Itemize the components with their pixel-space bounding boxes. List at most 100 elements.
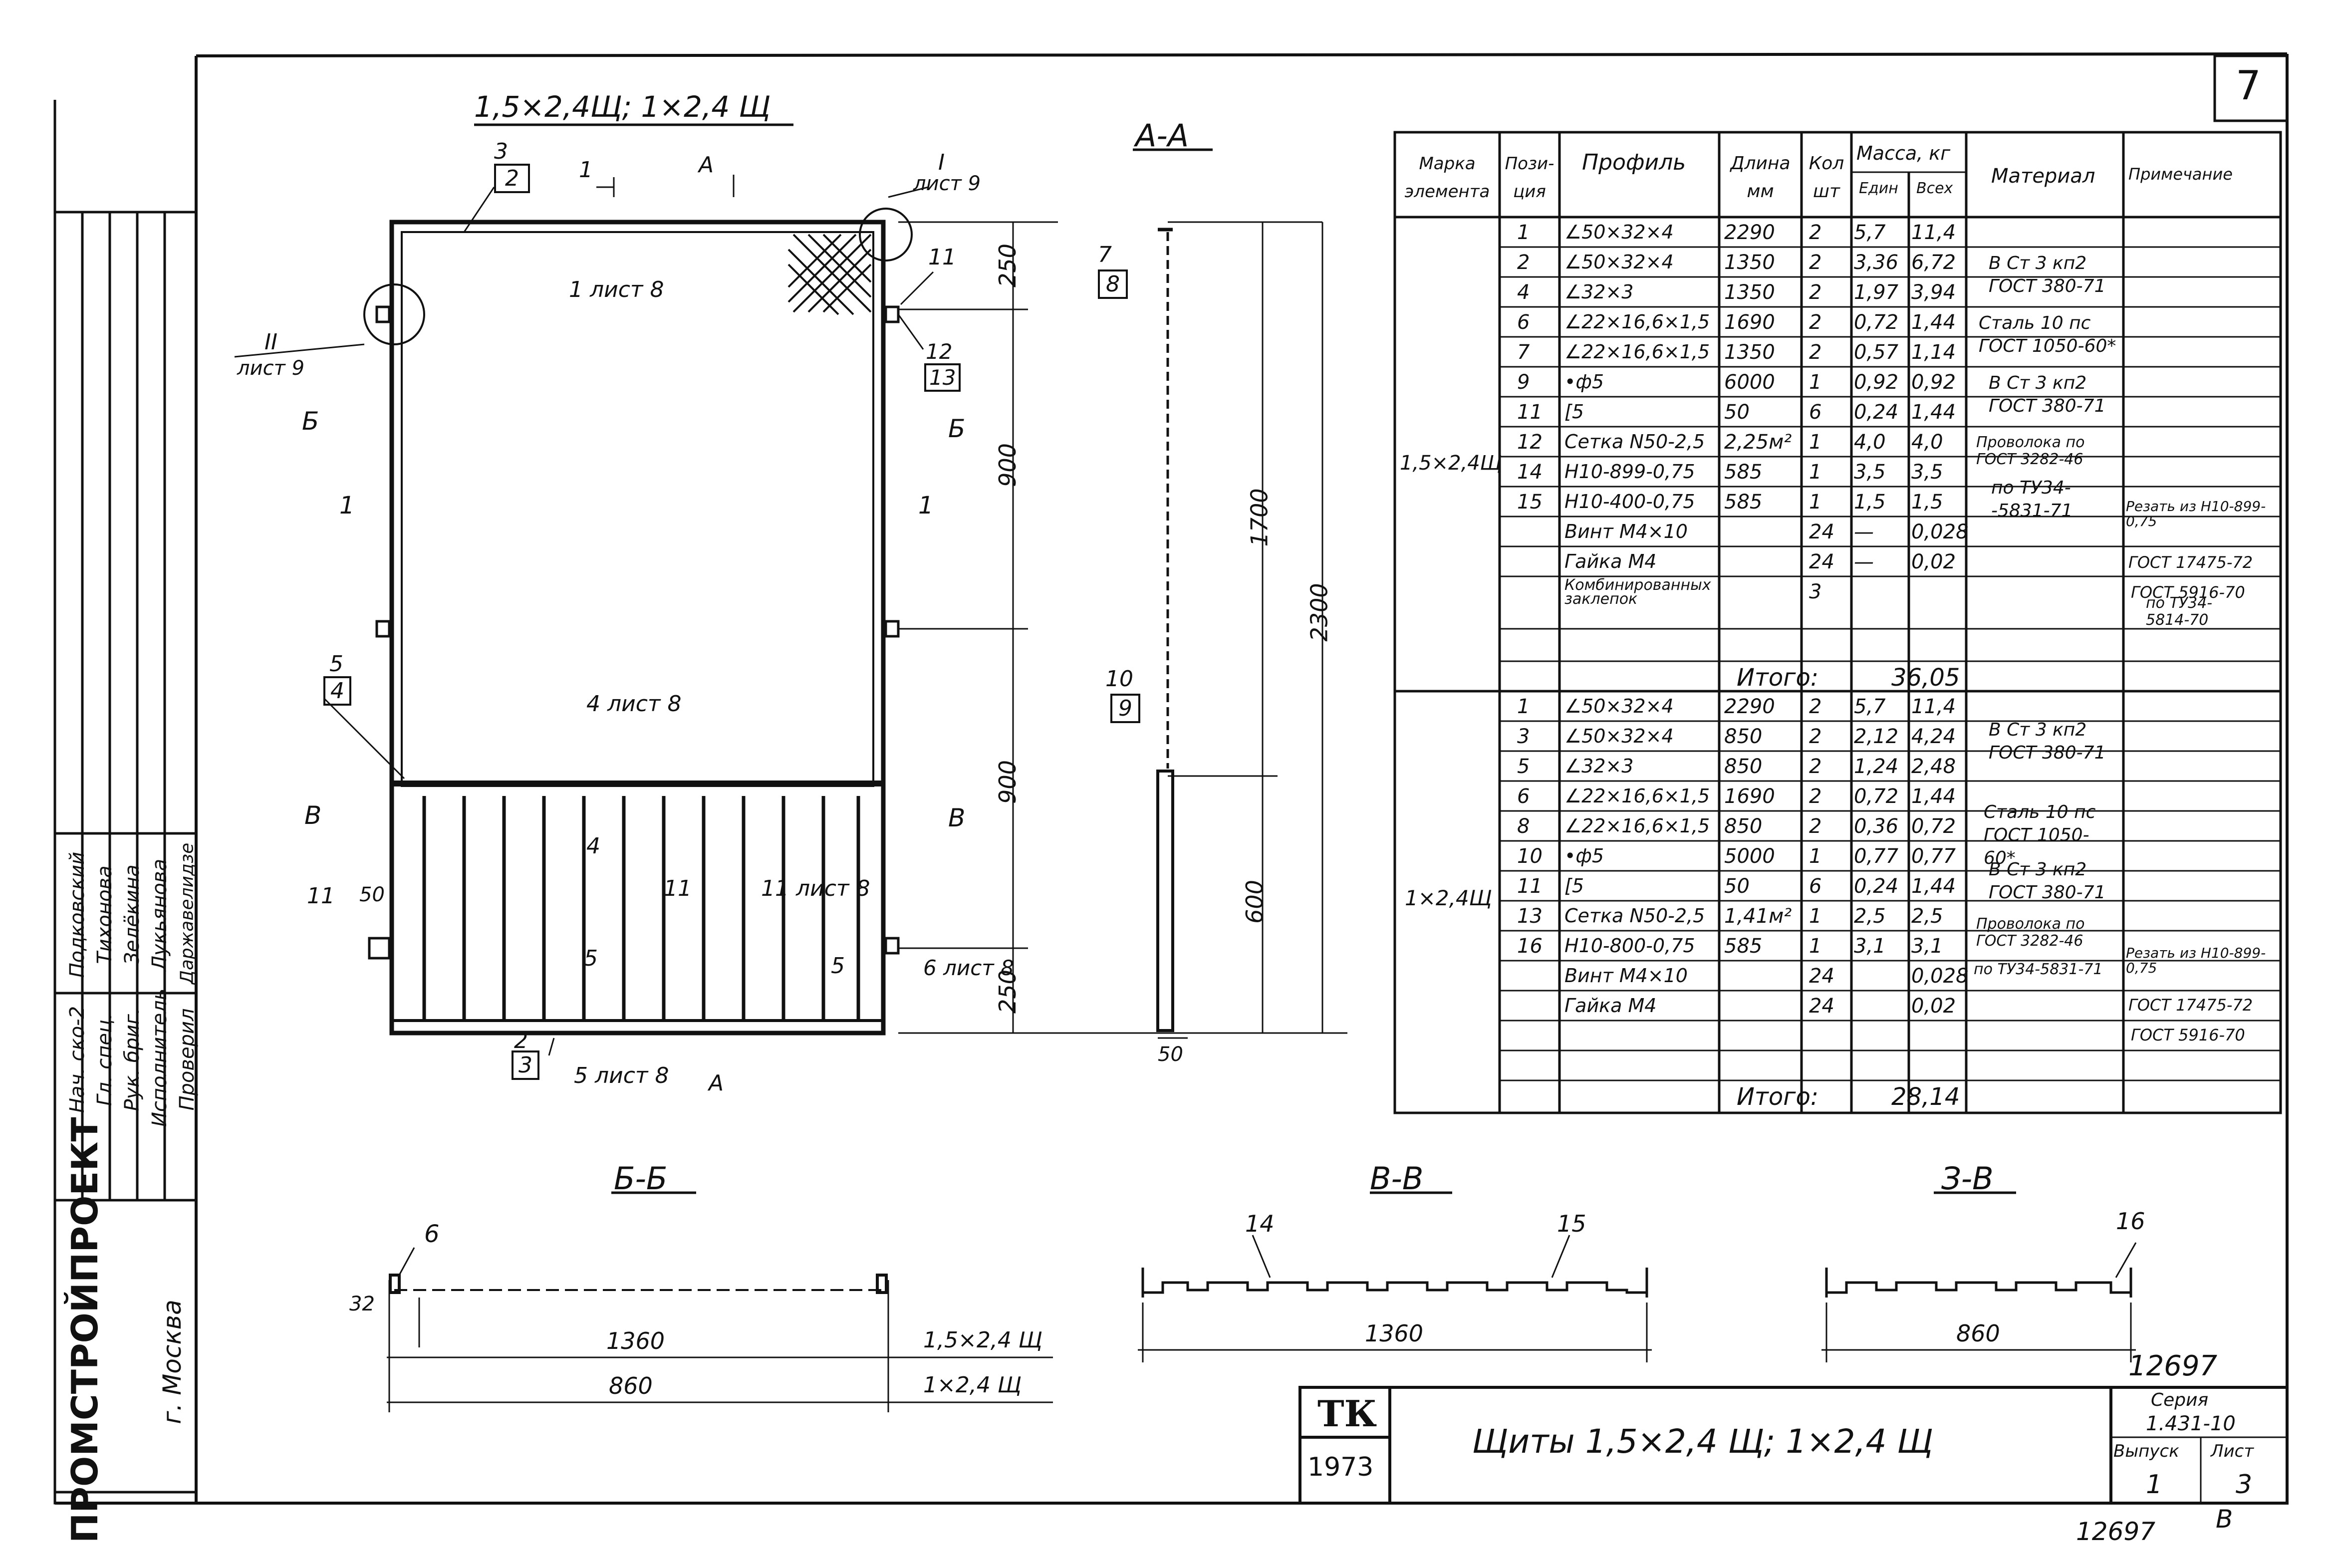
group1-note-3: ГОСТ 5916-70 — [2131, 583, 2245, 602]
cell-group1-r0-c1: ∠50×32×4 — [1564, 221, 1674, 243]
cell-group2-r3-c2: 1690 — [1724, 785, 1775, 808]
cell-group1-r4-c0: 7 — [1517, 341, 1530, 364]
group2-material-3: В Ст 3 кп2 ГОСТ 380-71 — [1989, 859, 2106, 903]
stamp-code-bottom: 12697 — [2076, 1517, 2156, 1546]
dim-2300: 2300 — [1305, 583, 1333, 642]
section-vv — [1138, 1235, 1652, 1362]
cell-group1-r7-c0: 12 — [1517, 431, 1543, 454]
cell-group1-r3-c3: 2 — [1809, 311, 1822, 334]
group2-total-value: 28,14 — [1891, 1083, 1960, 1111]
cell-group2-r6-c0: 11 — [1517, 875, 1543, 898]
dim-50-left: 50 — [359, 883, 385, 906]
dim-bb-1360: 1360 — [606, 1327, 665, 1354]
cell-group2-r4-c5: 0,72 — [1911, 815, 1956, 838]
callout-14: 14 — [1245, 1210, 1275, 1237]
callout-V-right: В — [948, 803, 966, 832]
title-block — [1298, 1386, 2289, 1505]
cell-group2-r8-c4: 3,1 — [1854, 935, 1886, 958]
cell-group1-r10-c3: 24 — [1809, 521, 1834, 543]
callout-5-left: 5 — [329, 651, 343, 677]
frame-top — [196, 52, 2288, 57]
stamp-drawing-title: Щиты 1,5×2,4 Щ; 1×2,4 Щ — [1472, 1422, 1933, 1461]
cell-group1-r6-c4: 0,24 — [1854, 401, 1899, 424]
cell-group2-r1-c1: ∠50×32×4 — [1564, 725, 1674, 747]
cell-group2-r5-c4: 0,77 — [1854, 845, 1899, 868]
callout-12: 12 — [926, 339, 953, 364]
stamp-series: 1.431-10 — [2146, 1412, 2236, 1435]
callout-11-sheet8: 11 лист 8 — [761, 876, 870, 901]
group2-material-4: Проволока по ГОСТ 3282-46 — [1976, 915, 2085, 950]
cell-group2-r2-c0: 5 — [1517, 755, 1530, 778]
cell-group1-r6-c5: 1,44 — [1911, 401, 1956, 424]
callout-II: II — [264, 329, 277, 355]
cell-group2-r1-c2: 850 — [1724, 725, 1763, 748]
cell-group1-r3-c1: ∠22×16,6×1,5 — [1564, 311, 1710, 333]
cell-group1-r7-c5: 4,0 — [1911, 431, 1943, 454]
dim-50-aa: 50 — [1158, 1043, 1183, 1066]
group1-mark: 1,5×2,4Щ — [1400, 452, 1502, 475]
section-zv — [1821, 1242, 2137, 1362]
callout-4-inside: 4 — [586, 833, 600, 859]
group1-total-value: 36,05 — [1891, 664, 1960, 692]
cell-group2-r10-c5: 0,02 — [1911, 995, 1956, 1018]
callout-6-right: 5 — [831, 953, 845, 979]
cell-group1-r0-c0: 1 — [1517, 221, 1530, 244]
dim-250-top: 250 — [994, 244, 1021, 287]
drawing-heading: 1,5×2,4Щ; 1×2,4 Щ — [474, 90, 771, 124]
callout-15: 15 — [1557, 1210, 1586, 1237]
th-pos: Пози-ция — [1505, 154, 1554, 202]
cell-group1-r2-c0: 4 — [1517, 281, 1530, 304]
group2-material-2: Сталь 10 пс ГОСТ 1050-60* — [1984, 802, 2096, 868]
cell-group1-r1-c5: 6,72 — [1911, 251, 1956, 274]
cell-group1-r9-c2: 585 — [1724, 491, 1763, 514]
cell-group2-r1-c5: 4,24 — [1911, 725, 1956, 748]
group1-material-4: Проволока по ГОСТ 3282-46 — [1976, 434, 2085, 468]
sheet-number: 7 — [2236, 62, 2261, 109]
stamp-city: г. Москва — [158, 1300, 187, 1424]
lugs — [368, 305, 900, 960]
group2-note-2: ГОСТ 17475-72 — [2128, 996, 2253, 1015]
callout-4-left: 4 — [323, 676, 351, 706]
cell-group2-r5-c0: 10 — [1517, 845, 1543, 868]
group2-note-3: ГОСТ 5916-70 — [2131, 1026, 2245, 1045]
cell-group1-r1-c3: 2 — [1809, 251, 1822, 274]
callout-I: I — [938, 150, 945, 175]
section-zv-title: З-В — [1941, 1160, 1994, 1197]
stamp-name-2: Тихонова — [93, 865, 116, 964]
section-bb-title: Б-Б — [614, 1160, 668, 1197]
cell-group1-r9-c3: 1 — [1809, 491, 1822, 514]
cell-group1-r5-c5: 0,92 — [1911, 371, 1956, 394]
cell-group1-r8-c1: Н10-899-0,75 — [1564, 461, 1695, 483]
stamp-name-4: Лукьянова — [148, 858, 171, 971]
cell-group2-r1-c0: 3 — [1517, 725, 1530, 748]
cell-group2-r8-c5: 3,1 — [1911, 935, 1943, 958]
cell-group2-r8-c0: 16 — [1517, 935, 1543, 958]
infill-bars — [422, 796, 860, 1021]
th-length: Длина мм — [1730, 153, 1791, 202]
stamp-year: 1973 — [1307, 1452, 1374, 1482]
cell-group1-r2-c1: ∠32×3 — [1564, 281, 1634, 303]
th-mass: Масса, кг — [1856, 142, 1951, 164]
stamp-name-3: Зелёкина — [121, 864, 144, 965]
group2-mark: 1×2,4Щ — [1405, 886, 1492, 910]
callout-3: 3 — [494, 139, 508, 164]
cell-group2-r6-c3: 6 — [1809, 875, 1822, 898]
cell-group1-r4-c4: 0,57 — [1854, 341, 1899, 364]
cell-group1-r0-c4: 5,7 — [1854, 221, 1886, 244]
cell-group1-r6-c0: 11 — [1517, 401, 1543, 424]
cell-group1-r2-c4: 1,97 — [1854, 281, 1899, 304]
cell-group1-r2-c5: 3,94 — [1911, 281, 1956, 304]
section-vv-title: В-В — [1370, 1160, 1424, 1197]
cell-group1-r0-c3: 2 — [1809, 221, 1822, 244]
cell-group1-r5-c1: •ф5 — [1564, 371, 1604, 393]
callout-A-bottom: А — [709, 1070, 724, 1096]
cell-group1-r0-c2: 2290 — [1724, 221, 1775, 244]
spec-table-rows — [1500, 246, 2281, 1081]
callout-1-sheet8: 1 лист 8 — [569, 277, 664, 302]
callout-A-top: А — [699, 152, 714, 178]
cell-group1-r7-c1: Сетка N50-2,5 — [1564, 431, 1705, 453]
cell-group1-r11-c3: 24 — [1809, 550, 1834, 573]
th-profile: Профиль — [1582, 150, 1686, 175]
stamp-code: 12697 — [2128, 1350, 2218, 1382]
